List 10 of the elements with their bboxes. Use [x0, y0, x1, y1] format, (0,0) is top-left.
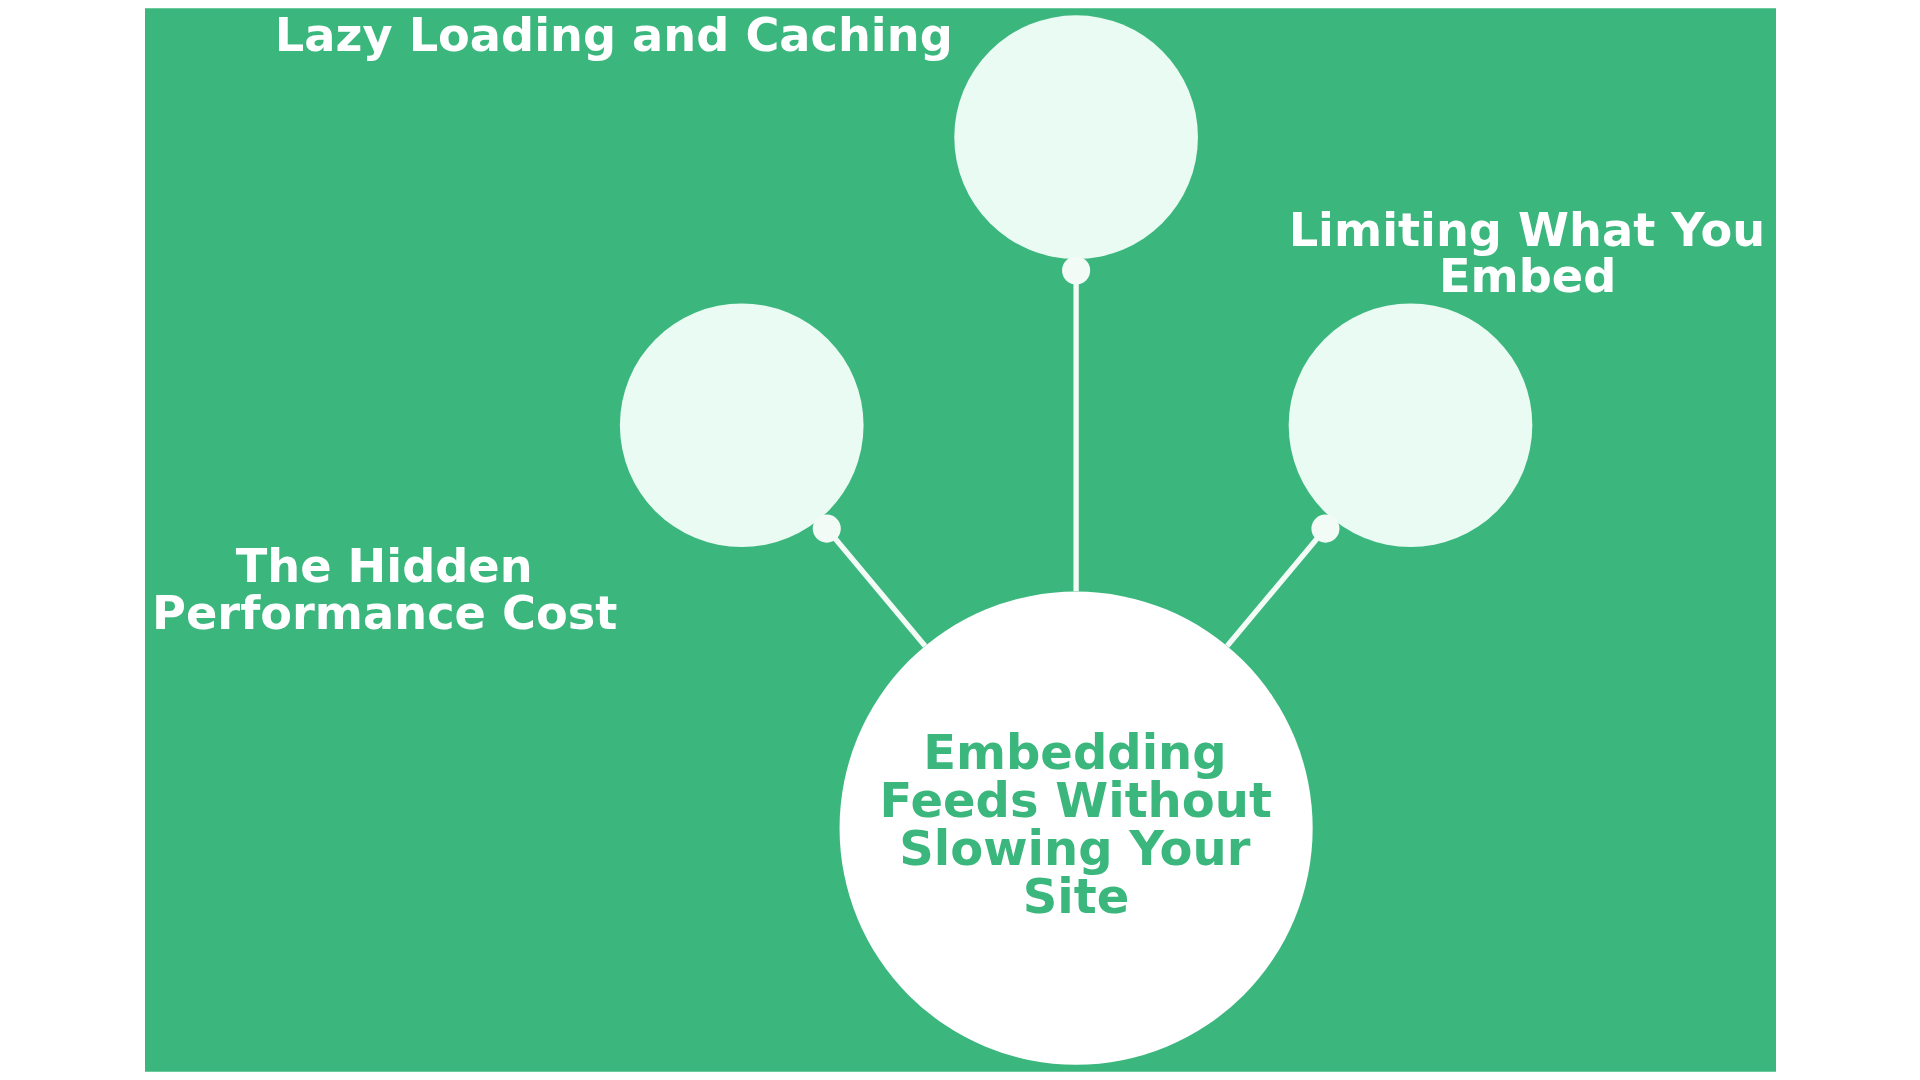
connector	[1224, 514, 1339, 648]
node-circle	[953, 15, 1198, 259]
connector	[812, 514, 927, 648]
connector	[1061, 256, 1090, 592]
node-circle	[619, 303, 864, 548]
node-circle: Embedding Feeds Without Slowing Your Site	[839, 591, 1313, 1065]
node-label: Lazy Loading and Caching	[274, 7, 953, 62]
node-label: Limiting What You Embed	[1288, 203, 1765, 304]
node-label: The Hidden Performance Cost	[151, 539, 617, 640]
node-circle	[1288, 303, 1532, 548]
